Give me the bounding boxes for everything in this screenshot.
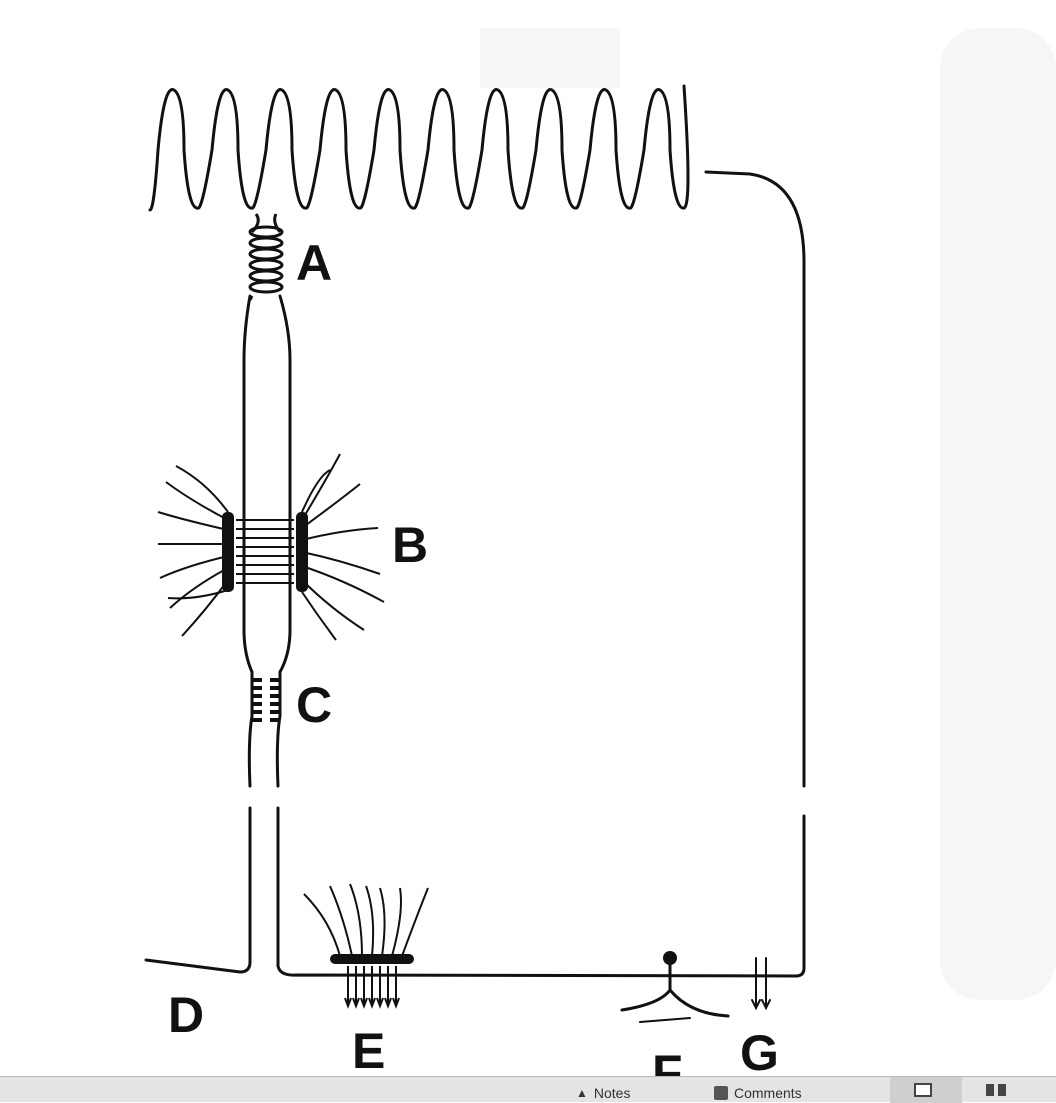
desmosome-plaque-left bbox=[222, 512, 234, 592]
desmosome-filament-right bbox=[301, 527, 379, 541]
hemidesmosome-anchor-tip bbox=[384, 997, 392, 1009]
focal-adhesion-fiber-2 bbox=[668, 988, 730, 1018]
hemidesmosome-filament bbox=[401, 887, 429, 957]
tight-junction-a bbox=[248, 213, 284, 301]
desmosome-filament-right bbox=[301, 551, 381, 575]
label-g: G bbox=[740, 1025, 779, 1076]
desmosome-b bbox=[157, 453, 385, 641]
junction-g bbox=[751, 957, 771, 1011]
background-shape-right bbox=[940, 28, 1056, 1000]
desmosome-filament-left bbox=[157, 511, 229, 531]
normal-view-icon bbox=[914, 1083, 932, 1097]
label-a: A bbox=[296, 235, 332, 291]
hemidesmosome-anchor-tip bbox=[368, 997, 376, 1009]
hemidesmosome-filament bbox=[365, 885, 375, 957]
comments-label: Comments bbox=[734, 1085, 802, 1101]
desmosome-filament-right bbox=[301, 565, 385, 603]
junction-g-arrow-1 bbox=[751, 999, 761, 1011]
cell-outline-right-lower bbox=[794, 814, 806, 978]
comment-icon bbox=[714, 1086, 728, 1100]
junction-g-arrow-2 bbox=[761, 999, 771, 1011]
focal-adhesion-fiber-1 bbox=[620, 962, 672, 1012]
label-e: E bbox=[352, 1023, 385, 1076]
tight-junction-ring bbox=[248, 236, 284, 250]
tight-junction-ring bbox=[248, 269, 284, 283]
normal-view-button[interactable] bbox=[890, 1077, 962, 1103]
left-membrane-lower bbox=[144, 806, 252, 974]
cell-junctions-diagram: A B C D E F G bbox=[144, 28, 1056, 1076]
label-f: F bbox=[652, 1045, 683, 1076]
desmosome-filament-left bbox=[159, 555, 229, 579]
tight-junction-neck-left bbox=[250, 213, 260, 234]
hemidesmosome-anchor-tip bbox=[344, 997, 352, 1009]
desmosome-filament-left bbox=[175, 465, 229, 513]
microvilli-apical-surface bbox=[148, 84, 690, 212]
focal-adhesion-knob bbox=[663, 951, 677, 965]
tight-junction-base-left bbox=[248, 295, 254, 301]
desmosome-filament-right bbox=[301, 469, 331, 513]
hemidesmosome-filament bbox=[379, 887, 386, 957]
tight-junction-ring bbox=[248, 258, 284, 272]
desmosome-filament-right bbox=[301, 453, 341, 521]
hemidesmosome-filament bbox=[329, 885, 353, 957]
focal-adhesion-fiber-3 bbox=[639, 1017, 691, 1023]
slide-sorter-icon-part bbox=[998, 1084, 1006, 1096]
desmosome-filament-left bbox=[167, 589, 229, 600]
hemidesmosome-e bbox=[303, 883, 429, 1009]
caret-up-icon: ▲ bbox=[576, 1086, 588, 1100]
label-b: B bbox=[392, 517, 428, 573]
desmosome-filament-right bbox=[301, 579, 365, 631]
background-shape-top bbox=[480, 28, 620, 88]
hemidesmosome-anchor-tip bbox=[392, 997, 400, 1009]
hemidesmosome-filament bbox=[391, 887, 402, 957]
status-bar: ▲ Notes Comments bbox=[0, 1076, 1056, 1103]
tight-junction-ring bbox=[248, 247, 284, 261]
hemidesmosome-anchor-tip bbox=[352, 997, 360, 1009]
desmosome-filament-left bbox=[169, 567, 229, 609]
tight-junction-neck-right bbox=[273, 213, 282, 233]
label-d: D bbox=[168, 987, 204, 1043]
comments-toggle[interactable]: Comments bbox=[714, 1083, 802, 1103]
desmosome-filament-right bbox=[301, 483, 361, 529]
desmosome-filament-right bbox=[301, 591, 337, 641]
right-membrane-upper bbox=[275, 294, 292, 788]
cell-outline-right-upper bbox=[704, 170, 806, 788]
desmosome-filament-left bbox=[165, 481, 229, 521]
notes-label: Notes bbox=[593, 1085, 631, 1101]
left-membrane-upper bbox=[242, 294, 254, 788]
hemidesmosome-anchor-tip bbox=[376, 997, 384, 1009]
slide-sorter-view-button[interactable] bbox=[964, 1077, 1036, 1103]
hemidesmosome-filament bbox=[349, 883, 363, 957]
tight-junction-ring bbox=[248, 280, 284, 294]
hemidesmosome-plaque bbox=[330, 954, 414, 964]
hemidesmosome-anchor-tip bbox=[360, 997, 368, 1009]
desmosome-filament-left bbox=[181, 579, 229, 637]
focal-adhesion-f bbox=[620, 951, 730, 1023]
right-membrane-lower bbox=[276, 806, 798, 978]
hemidesmosome-filament bbox=[303, 893, 341, 957]
label-c: C bbox=[296, 677, 332, 733]
notes-toggle[interactable]: ▲ Notes bbox=[576, 1083, 630, 1103]
slide-sorter-icon bbox=[986, 1084, 994, 1096]
gap-junction-c bbox=[252, 678, 280, 722]
